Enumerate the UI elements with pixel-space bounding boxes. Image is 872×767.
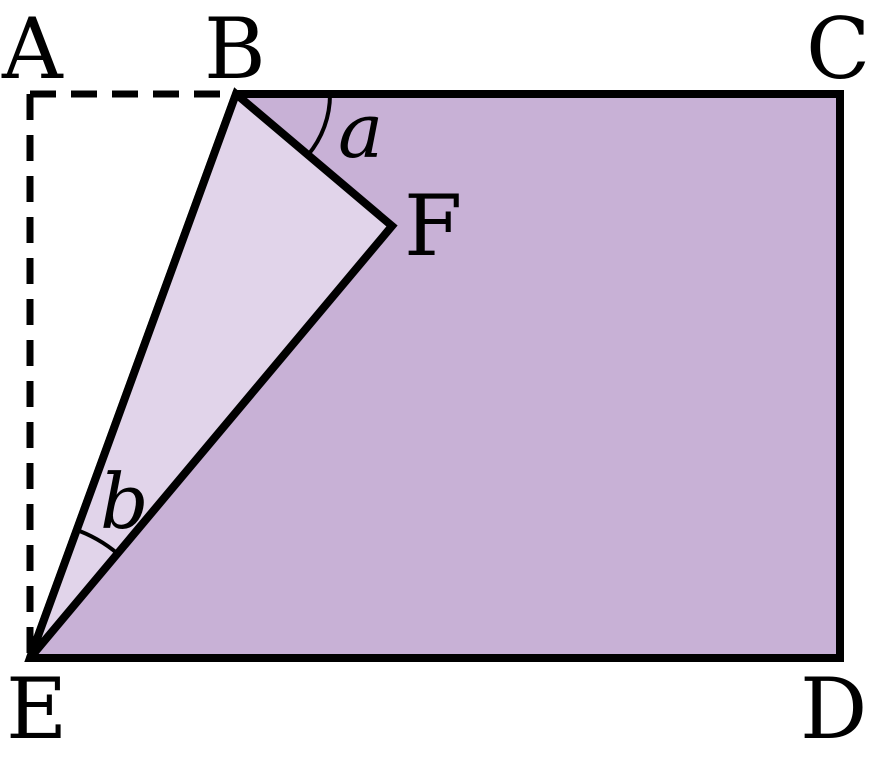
angle-label-b: b	[100, 457, 149, 546]
vertex-label-a: A	[1, 0, 64, 98]
folded-triangle	[26, 87, 398, 661]
vertex-label-f: F	[404, 177, 462, 275]
vertex-label-d: D	[800, 660, 867, 758]
vertex-label-e: E	[6, 660, 67, 758]
angle-label-a: a	[338, 86, 383, 175]
vertex-label-c: C	[806, 0, 870, 98]
angle-arc-b	[73, 527, 120, 556]
angle-arc-a	[306, 93, 333, 157]
vertex-label-b: B	[204, 0, 266, 98]
